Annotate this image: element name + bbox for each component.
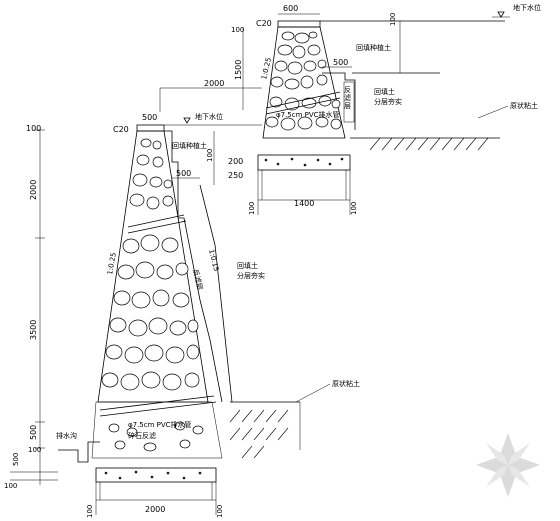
upper-base-width: 1400 [294, 199, 314, 208]
upper-base-200: 200 [228, 157, 243, 166]
lower-layered-fill-1: 回填土 [237, 261, 258, 270]
upper-top-right-100: 100 [389, 13, 397, 26]
upper-base-250: 250 [228, 171, 243, 180]
lower-drain-ditch: 排水沟 [56, 431, 77, 440]
lower-base-width: 2000 [145, 505, 165, 514]
lower-foot-500: 500 [12, 453, 20, 466]
lower-offset-2000: 2000 [204, 79, 224, 88]
upper-base-margin-right: 100 [350, 202, 358, 215]
upper-layered-fill-2: 分层夯实 [374, 97, 402, 106]
lower-rubble-stones [101, 138, 200, 391]
lower-slope-label: 1:0.25 [106, 252, 118, 275]
upper-back-drain: 反 [344, 85, 351, 94]
upper-base-margin-left: 100 [248, 202, 256, 215]
lower-base-gravel [104, 470, 202, 480]
lower-base-margin-left: 100 [86, 505, 94, 518]
lower-height-100: 100 [206, 149, 214, 162]
upper-wall-cap [277, 20, 321, 28]
lower-ground-note: 原状粘土 [332, 379, 360, 388]
upper-drain-pipe-label: φ7.5cm PVC排水管 [276, 110, 340, 119]
lower-wall-cap [136, 124, 165, 132]
upper-layered-fill-1: 回填土 [374, 87, 395, 96]
lower-foot-100-a: 100 [28, 446, 41, 454]
upper-water-level: 地下水位 [492, 3, 541, 18]
upper-top-width: 600 [283, 4, 298, 13]
watermark-logo [476, 433, 540, 497]
lower-wall: 500 C20 2000 [4, 79, 360, 518]
upper-base-gravel [264, 157, 344, 167]
lower-back-drain: 反滤层 [191, 268, 205, 291]
upper-cap-100: 100 [231, 26, 244, 34]
upper-step-width: 500 [333, 58, 348, 67]
upper-ground-hatch [369, 137, 489, 151]
upper-wall-base [257, 154, 351, 171]
lower-foot-100-b: 100 [4, 482, 17, 490]
lower-height-2000: 2000 [29, 180, 38, 200]
upper-rubble-stones [265, 31, 342, 131]
lower-back-slope-label: 1:0.15 [207, 249, 220, 273]
upper-c20-label: C20 [256, 19, 272, 28]
upper-wall: 600 C20 100 [228, 3, 541, 215]
lower-ground-hatch [229, 409, 289, 459]
svg-text:滤: 滤 [344, 93, 351, 102]
svg-text:地下水位: 地下水位 [513, 3, 541, 12]
lower-gravel-note: 碎石反滤 [128, 431, 156, 440]
lower-drain-pipe-label: φ7.5cm PVC排水管 [128, 420, 192, 429]
lower-height-500: 500 [29, 425, 38, 440]
lower-top-width: 500 [142, 113, 157, 122]
lower-base-margin-right: 100 [216, 505, 224, 518]
svg-text:地下水位: 地下水位 [195, 112, 223, 121]
lower-step-width: 500 [176, 169, 191, 178]
lower-c20-label: C20 [113, 125, 129, 134]
lower-cap-100: 100 [26, 124, 41, 133]
lower-height-3500: 3500 [29, 320, 38, 340]
lower-backfill-note: 回填种植土 [172, 141, 207, 150]
upper-wall-body [262, 26, 346, 139]
lower-layered-fill-2: 分层夯实 [237, 271, 265, 280]
upper-backfill-note: 回填种植土 [356, 43, 391, 52]
svg-text:层: 层 [344, 102, 351, 110]
lower-water-level: 地下水位 [164, 112, 262, 126]
lower-wall-base [95, 467, 217, 483]
upper-height-1500: 1500 [234, 60, 243, 80]
drain-ditch [58, 441, 100, 463]
upper-ground-note: 原状粘土 [510, 101, 538, 110]
lower-band-stones [108, 421, 204, 452]
